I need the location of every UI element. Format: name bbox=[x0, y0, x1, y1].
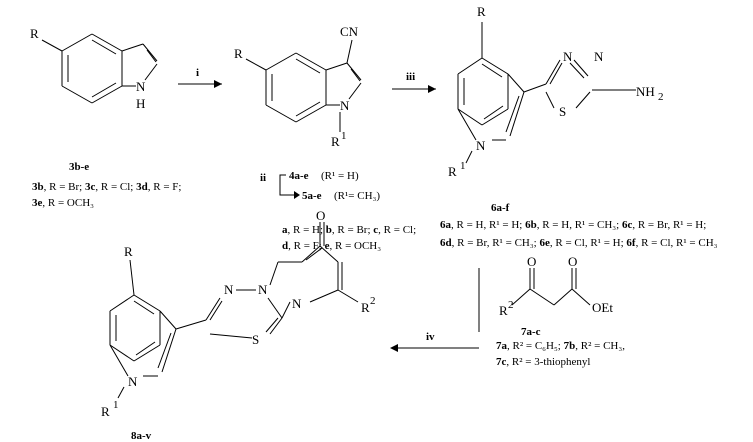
atom-label: N bbox=[136, 79, 146, 94]
step-label: iii bbox=[406, 71, 415, 83]
legend-compound-id: 6a bbox=[440, 219, 451, 231]
legend-compound-id: 6e bbox=[539, 237, 550, 249]
atom-label: R bbox=[499, 303, 508, 318]
atom-label: N bbox=[224, 282, 234, 297]
atom-label: R bbox=[30, 26, 39, 41]
atom-label: R bbox=[101, 404, 110, 419]
compound-label: 6a-f bbox=[491, 202, 510, 214]
legend-compound-id: 3c bbox=[84, 181, 96, 193]
legend-substituents: , R = H, R¹ = H; bbox=[451, 219, 526, 231]
legend-6-line-2: 6d, R = Br, R¹ = CH₃; 6e, R = Cl, R¹ = H… bbox=[440, 237, 717, 250]
atom-label: S bbox=[252, 332, 259, 347]
legend-substituents: , R² = C₆H₅; bbox=[507, 340, 564, 352]
legend-substituents: , R = F; bbox=[147, 181, 182, 193]
atom-label: O bbox=[527, 254, 536, 269]
legend-6-line-1: 6a, R = H, R¹ = H; 6b, R = H, R¹ = CH₃; … bbox=[440, 219, 706, 232]
arrow-head bbox=[214, 80, 222, 88]
superscript: 1 bbox=[460, 160, 466, 172]
legend-compound-id: d bbox=[282, 240, 289, 252]
superscript: 1 bbox=[341, 130, 347, 142]
compound-3-structure bbox=[41, 33, 158, 104]
atom-label: N bbox=[258, 282, 268, 297]
legend-substituents: , R = Br; bbox=[43, 181, 85, 193]
legend-compound-id: b bbox=[325, 224, 332, 236]
legend-substituents: , R = H; bbox=[287, 224, 326, 236]
legend-compound-id: 6c bbox=[621, 219, 633, 231]
legend-substituents: , R = Br; bbox=[331, 224, 374, 236]
compound-label: 5a-e bbox=[302, 190, 322, 202]
legend-compound-id: 7b bbox=[563, 340, 576, 352]
atom-label: R bbox=[448, 164, 457, 179]
atom-label: R bbox=[361, 300, 370, 315]
legend-7-line-1: 7a, R² = C₆H₅; 7b, R² = CH₃, bbox=[496, 340, 625, 353]
atom-label: R bbox=[234, 46, 243, 61]
legend-compound-id: 7c bbox=[496, 356, 507, 368]
subscript: 2 bbox=[658, 91, 664, 103]
compound-5-structure bbox=[245, 39, 362, 132]
compound-label: 7a-c bbox=[521, 326, 541, 338]
condition-label: (R¹= CH₃) bbox=[334, 190, 380, 202]
atom-label: N bbox=[292, 296, 302, 311]
legend-substituents: , R = Cl; bbox=[95, 181, 137, 193]
atom-label: O bbox=[316, 208, 325, 223]
atom-label: N bbox=[340, 98, 350, 113]
atom-label: S bbox=[559, 104, 566, 119]
legend-compound-id: c bbox=[373, 224, 379, 236]
legend-substituents: , R = Cl, R¹ = CH₃ bbox=[635, 237, 718, 249]
legend-5-line-2: d, R = F; e, R = OCH₃ bbox=[282, 240, 381, 253]
legend-3-line-1: 3b, R = Br; 3c, R = Cl; 3d, R = F; bbox=[32, 181, 181, 194]
legend-substituents: , R = OCH₃ bbox=[329, 240, 382, 252]
atom-label: O bbox=[568, 254, 577, 269]
compound-7-structure bbox=[511, 268, 591, 306]
atom-label: R bbox=[331, 134, 340, 149]
compound-6-structure bbox=[457, 22, 636, 164]
atom-label: CN bbox=[340, 24, 359, 39]
arrow-head bbox=[294, 191, 300, 199]
legend-compound-id: 6d bbox=[440, 237, 452, 249]
atom-label: R bbox=[124, 244, 133, 259]
legend-compound-id: 3e bbox=[32, 197, 43, 209]
step-label: ii bbox=[260, 172, 266, 184]
superscript: 1 bbox=[113, 399, 119, 411]
compound-label: 4a-e bbox=[289, 170, 309, 182]
legend-substituents: , R = OCH₃ bbox=[42, 197, 94, 209]
legend-substituents: , R = Br, R¹ = H; bbox=[632, 219, 707, 231]
legend-substituents: , R = Br, R¹ = CH₃; bbox=[451, 237, 540, 249]
atom-label: R bbox=[477, 4, 486, 19]
legend-7-line-2: 7c, R² = 3-thiophenyl bbox=[496, 356, 590, 369]
legend-compound-id: 3b bbox=[32, 181, 44, 193]
legend-5-line-1: a, R = H; b, R = Br; c, R = Cl; bbox=[282, 224, 416, 237]
superscript: 2 bbox=[370, 295, 376, 307]
arrow-head bbox=[390, 344, 398, 352]
legend-compound-id: 6b bbox=[525, 219, 537, 231]
legend-compound-id: a bbox=[282, 224, 288, 236]
atom-label: OEt bbox=[592, 300, 613, 315]
atom-label: N bbox=[594, 49, 604, 64]
legend-substituents: , R = H, R¹ = CH₃; bbox=[536, 219, 622, 231]
compound-8-structure bbox=[109, 222, 359, 399]
atom-label: NH bbox=[636, 84, 655, 99]
legend-compound-id: 6f bbox=[626, 237, 636, 249]
legend-compound-id: e bbox=[324, 240, 330, 252]
atom-label: H bbox=[136, 96, 145, 111]
atom-label: N bbox=[476, 138, 486, 153]
atom-label: N bbox=[128, 374, 138, 389]
compound-label: 3b-e bbox=[69, 161, 89, 173]
legend-3-line-2: 3e, R = OCH₃ bbox=[32, 197, 94, 210]
legend-substituents: , R² = 3-thiophenyl bbox=[506, 356, 591, 368]
condition-label: (R¹ = H) bbox=[321, 170, 359, 182]
legend-substituents: , R² = CH₃, bbox=[575, 340, 625, 352]
superscript: 2 bbox=[508, 299, 514, 311]
legend-substituents: , R = Cl, R¹ = H; bbox=[549, 237, 627, 249]
legend-substituents: , R = F; bbox=[288, 240, 325, 252]
legend-substituents: , R = Cl; bbox=[378, 224, 417, 236]
compound-label: 8a-v bbox=[131, 430, 152, 442]
step-label: i bbox=[196, 67, 199, 79]
legend-compound-id: 3d bbox=[136, 181, 148, 193]
arrow-head bbox=[428, 85, 436, 93]
atom-label: N bbox=[563, 49, 573, 64]
legend-compound-id: 7a bbox=[496, 340, 507, 352]
step-label: iv bbox=[426, 331, 435, 343]
